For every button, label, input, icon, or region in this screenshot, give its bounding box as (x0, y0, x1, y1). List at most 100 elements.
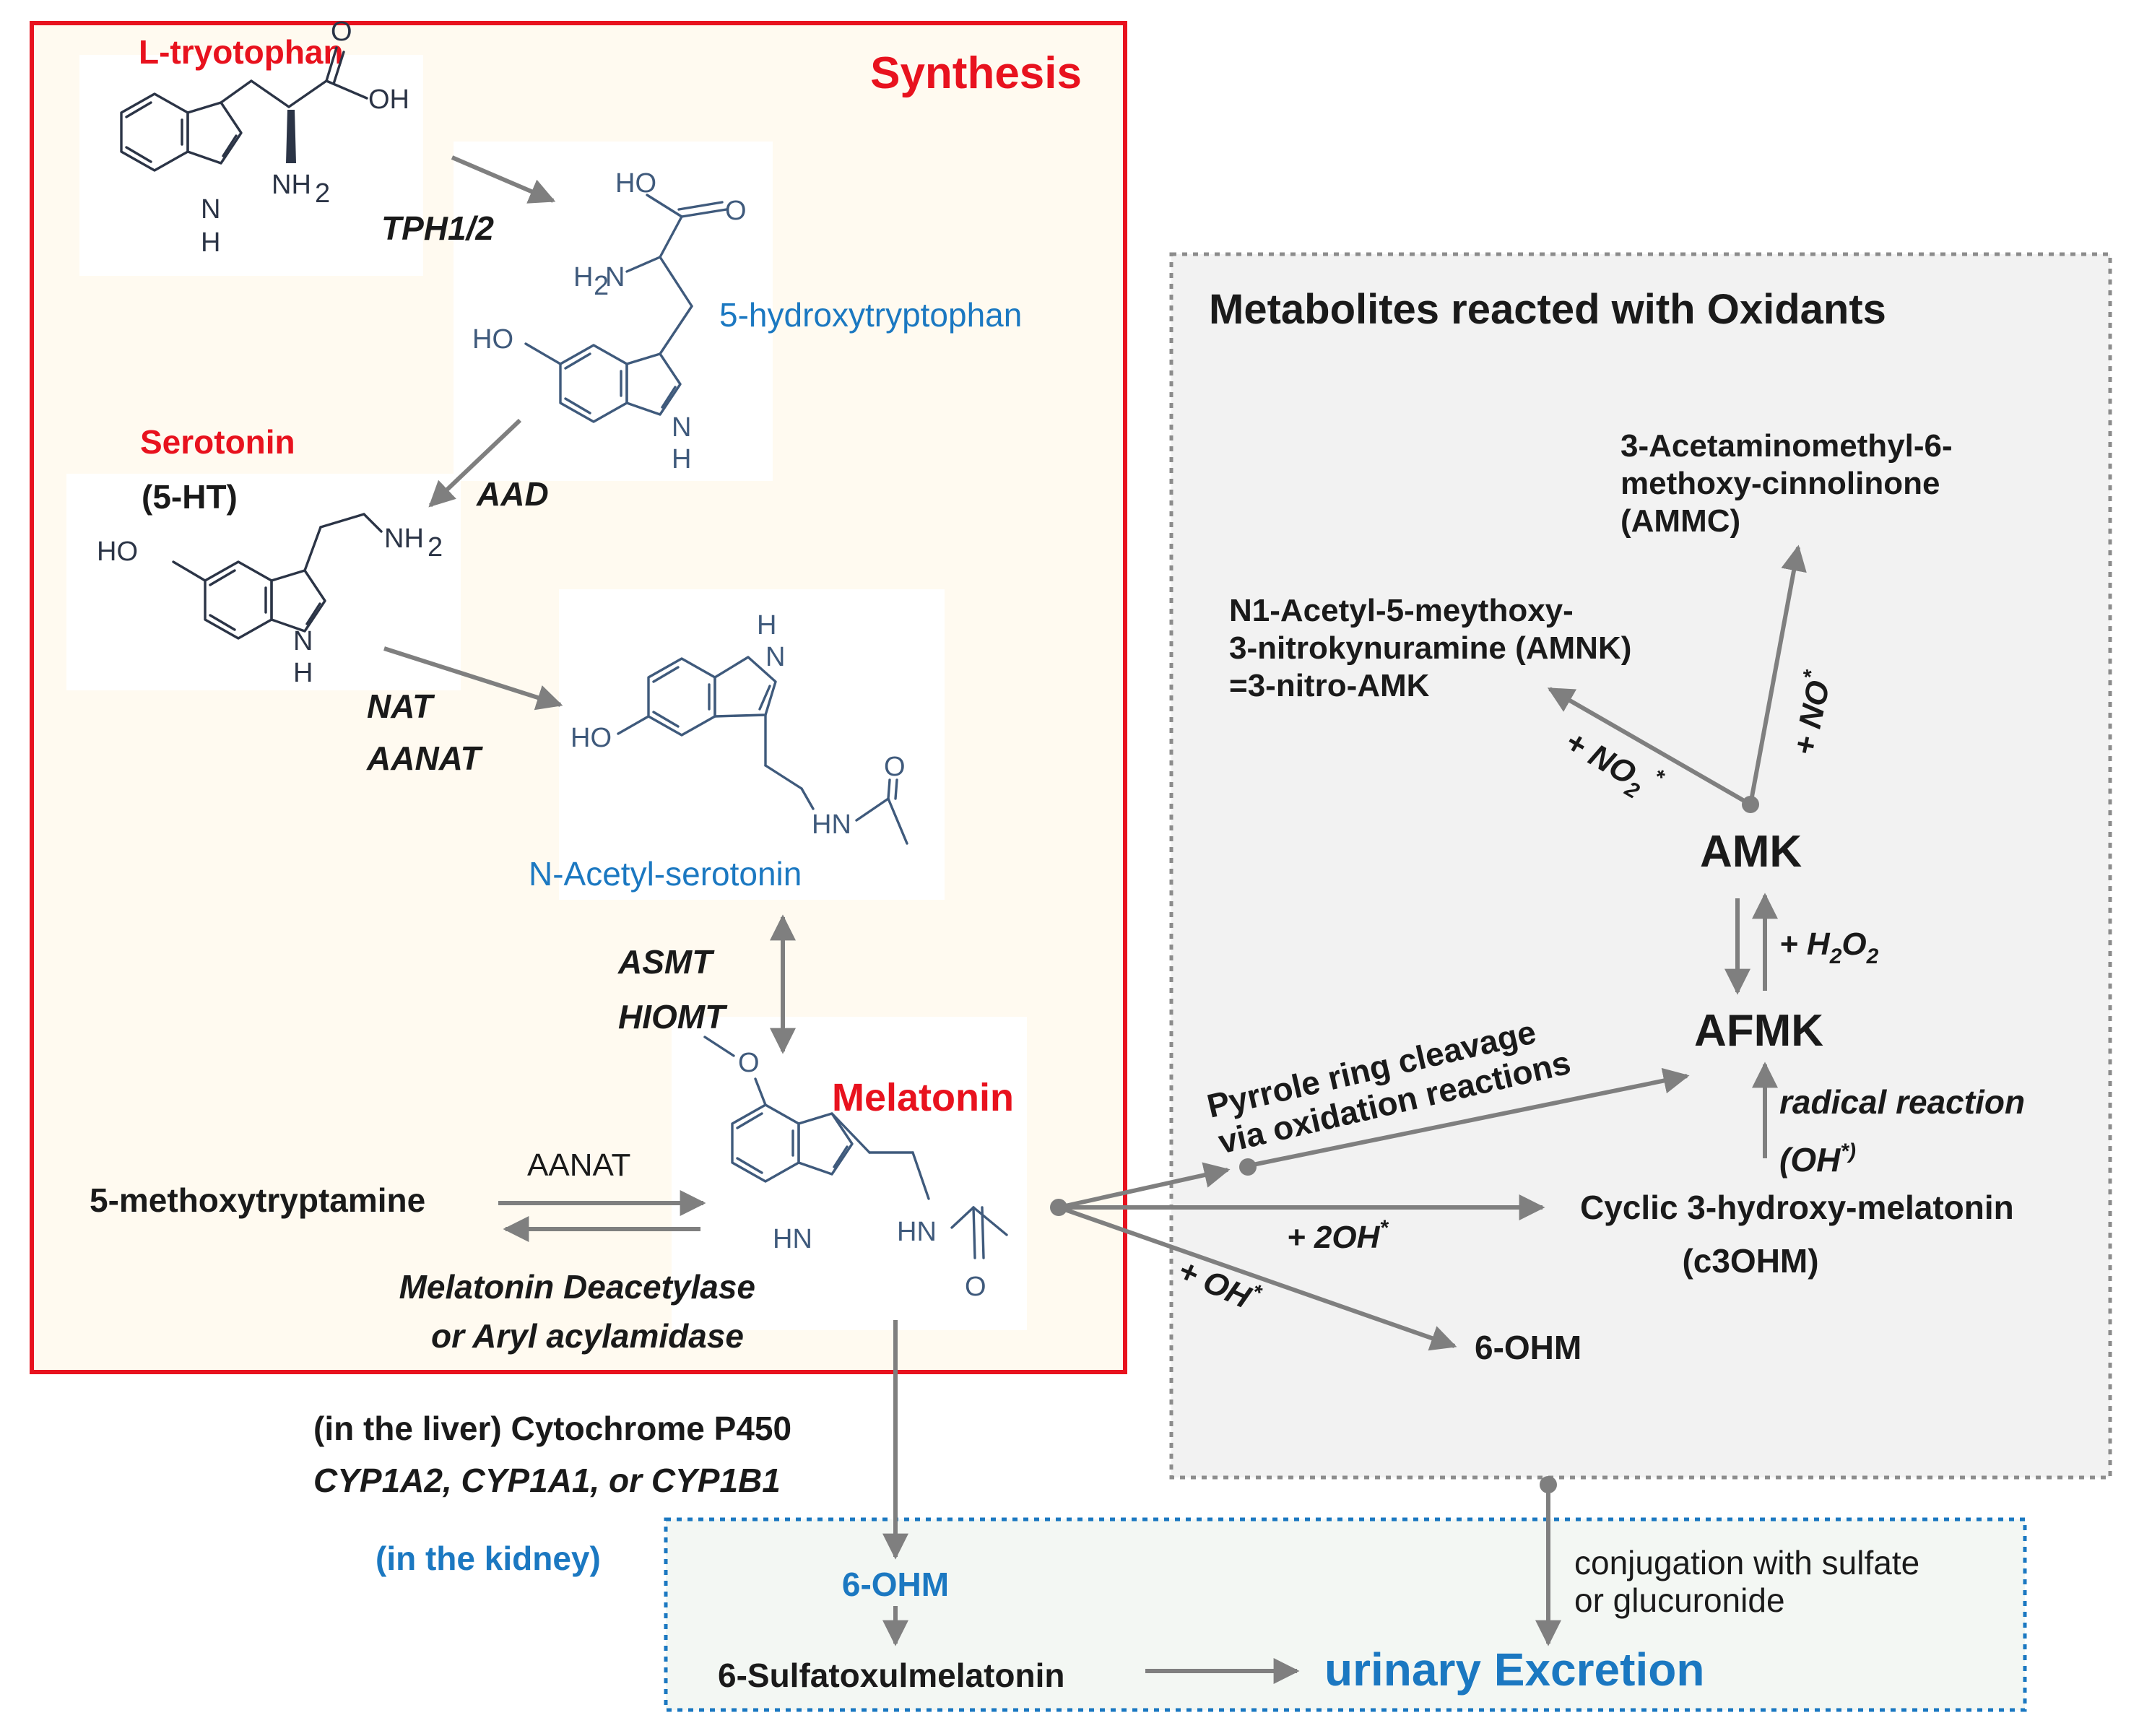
two-oh-reagent-label: + 2OH* (1287, 1216, 1389, 1255)
amnk-label-line2: 3-nitrokynuramine (AMNK) (1229, 630, 1631, 666)
n-acetyl-serotonin-n-atom: N (765, 642, 785, 672)
asmt-enzyme-label: ASMT (617, 943, 715, 981)
nat-enzyme-label: NAT (367, 687, 435, 725)
urinary-excretion-label: urinary Excretion (1324, 1644, 1704, 1696)
svg-text:(OH*): (OH*) (1779, 1140, 1856, 1179)
hydroxytryptophan-o-atom: O (725, 196, 747, 226)
melatonin-branch-node (1050, 1199, 1067, 1216)
tryptophan-nh-h-atom: H (201, 227, 220, 258)
arrow-amk-to-amnk (1547, 687, 1752, 807)
n-acetyl-serotonin-ho-atom: HO (570, 723, 612, 753)
svg-text:2: 2 (428, 532, 443, 563)
excretion-panel (664, 1517, 2027, 1712)
svg-text:+ 2OH*: + 2OH* (1287, 1216, 1389, 1255)
serotonin-h-atom: H (293, 658, 313, 688)
n-acetyl-serotonin-structure (617, 656, 908, 845)
hydroxytryptophan-card (454, 142, 773, 481)
afmk-label: AFMK (1694, 1006, 1823, 1056)
serotonin-card (66, 474, 461, 690)
arrow-htp-to-serotonin (428, 418, 522, 508)
kidney-label: (in the kidney) (376, 1540, 601, 1577)
arrow-serotonin-to-nas (383, 646, 563, 711)
methoxytryptamine-label: 5-methoxytryptamine (90, 1181, 425, 1219)
n-acetyl-serotonin-label: N-Acetyl-serotonin (529, 855, 802, 893)
hydroxytryptophan-ho-top-atom: HO (615, 168, 656, 199)
serotonin-n-atom: N (293, 626, 313, 656)
arrow-melatonin-to-6ohm (1058, 1205, 1457, 1351)
hiomt-enzyme-label: HIOMT (618, 998, 728, 1036)
tryptophan-nh2-atom: NH 2 (272, 170, 330, 209)
amnk-label-line3: =3-nitro-AMK (1229, 668, 1430, 703)
c3ohm-label-line1: Cyclic 3-hydroxy-melatonin (1580, 1189, 2014, 1226)
svg-text:N: N (605, 262, 625, 292)
aanat-plain-label: AANAT (527, 1147, 630, 1183)
oxidant-exit-node (1540, 1476, 1557, 1493)
aad-enzyme-label: AAD (476, 475, 549, 513)
ammc-label-line3: (AMMC) (1620, 503, 1740, 539)
serotonin-ho-atom: HO (97, 537, 138, 567)
hydroxytryptophan-h-atom: H (672, 444, 691, 474)
pyrrole-branch-node (1239, 1158, 1257, 1176)
ammc-label-line1: 3-Acetaminomethyl-6- (1620, 428, 1953, 464)
arrow-amk-to-ammc (1748, 544, 1807, 805)
h2o2-reagent-label: + H2O2 (1779, 926, 1879, 968)
oxidant-panel (1169, 252, 2112, 1480)
hydroxytryptophan-ho-atom: HO (472, 324, 513, 355)
serotonin-nh2-atom: NH 2 (384, 524, 443, 563)
conjugation-label-line2: or glucuronide (1574, 1581, 1785, 1619)
tph-enzyme-label: TPH1/2 (381, 209, 494, 247)
melatonin-methoxy-o-atom: O (738, 1048, 760, 1078)
tryptophan-o-atom: O (331, 17, 352, 47)
melatonin-card (672, 1017, 1027, 1330)
tryptophan-card (79, 55, 423, 276)
deacetylase-label-line2: or Aryl acylamidase (431, 1317, 744, 1355)
svg-text:NH: NH (384, 524, 424, 554)
hydroxytryptophan-structure (524, 194, 728, 423)
six-ohm-oxidant-label: 6-OHM (1475, 1329, 1582, 1366)
l-tryptophan-label: L-tryotophan (139, 33, 344, 71)
arrow-pyrrole-node-to-afmk (1249, 1067, 1690, 1168)
svg-text:+ H2O2: + H2O2 (1779, 926, 1879, 968)
oxidants-title: Metabolites reacted with Oxidants (1209, 286, 1886, 333)
svg-text:2: 2 (594, 271, 609, 301)
n-acetyl-serotonin-card (559, 589, 945, 900)
six-ohm-kidney-label: 6-OHM (842, 1566, 949, 1603)
liver-cyp-label-line2: CYP1A2, CYP1A1, or CYP1B1 (313, 1462, 781, 1499)
hydroxytryptophan-n-atom: N (672, 412, 691, 443)
n-acetyl-serotonin-hn-atom: HN (812, 810, 851, 840)
amk-label: AMK (1700, 827, 1802, 877)
hydroxytryptophan-h2n-atom: H 2 N (573, 262, 625, 301)
amk-branch-node (1742, 796, 1759, 813)
melatonin-label: Melatonin (832, 1076, 1014, 1119)
svg-text:2: 2 (315, 178, 330, 209)
melatonin-hn-amide-atom: HN (897, 1217, 937, 1247)
n-acetyl-serotonin-h-atom: H (757, 610, 776, 641)
radical-oh-label: (OH*) (1779, 1140, 1856, 1179)
svg-text:NH: NH (272, 170, 311, 200)
svg-text:H: H (573, 262, 593, 292)
deacetylase-label-line1: Melatonin Deacetylase (399, 1268, 755, 1306)
tryptophan-oh-atom: OH (368, 84, 409, 115)
serotonin-structure (172, 513, 383, 640)
tryptophan-nh-n-atom: N (201, 194, 220, 225)
sulfatoxy-melatonin-label: 6-Sulfatoxulmelatonin (718, 1657, 1064, 1694)
amnk-label-line1: N1-Acetyl-5-meythoxy- (1229, 593, 1574, 628)
synthesis-title: Synthesis (870, 48, 1082, 98)
aanat-enzyme-label: AANAT (366, 739, 483, 777)
melatonin-structure (703, 1036, 1008, 1259)
n-acetyl-serotonin-o-atom: O (884, 752, 906, 782)
serotonin-abbr-label: (5-HT) (142, 478, 238, 516)
melatonin-amide-o-atom: O (965, 1272, 986, 1302)
serotonin-label: Serotonin (140, 423, 295, 461)
melatonin-hn-ring-atom: HN (773, 1224, 812, 1254)
arrow-melatonin-to-pyrrole-node (1058, 1162, 1231, 1210)
conjugation-label-line1: conjugation with sulfate (1574, 1544, 1919, 1581)
ammc-label-line2: methoxy-cinnolinone (1620, 466, 1940, 501)
arrow-tryptophan-to-htp (451, 155, 556, 204)
radical-reaction-label: radical reaction (1779, 1083, 2025, 1121)
tryptophan-structure (120, 46, 368, 172)
hydroxytryptophan-label: 5-hydroxytryptophan (719, 296, 1022, 334)
c3ohm-label-line2: (c3OHM) (1682, 1242, 1818, 1280)
liver-cyp-label-line1: (in the liver) Cytochrome P450 (313, 1410, 791, 1447)
